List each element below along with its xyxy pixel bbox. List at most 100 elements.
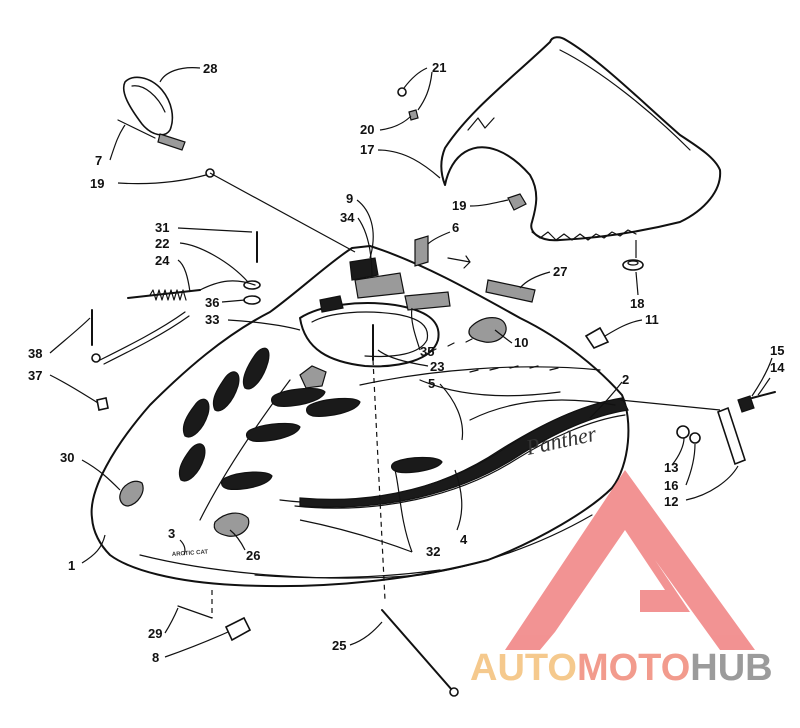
hood-hatch-1 xyxy=(469,365,559,373)
mirror-28-face xyxy=(131,85,166,113)
leader-mirror-hood xyxy=(209,172,356,253)
callout-29: 29 xyxy=(148,626,162,641)
hood-vent-3 xyxy=(182,398,210,438)
mount-link-12 xyxy=(717,406,746,466)
callout-6: 6 xyxy=(452,220,459,235)
callout-28: 28 xyxy=(203,61,217,76)
callout-27: 27 xyxy=(553,264,567,279)
callout-16: 16 xyxy=(664,478,678,493)
front-badge-decal: ARCTIC CAT xyxy=(172,549,209,558)
callout-32: 32 xyxy=(426,544,440,559)
watermark-text: AUTOMOTOHUB xyxy=(470,647,773,689)
windshield-opening-inner xyxy=(311,311,429,358)
windshield xyxy=(440,36,722,242)
hood-skirt-line xyxy=(139,514,593,579)
plate-8 xyxy=(224,616,252,642)
leader-27 xyxy=(519,271,551,289)
callout-20: 20 xyxy=(360,122,374,137)
callout-2: 2 xyxy=(622,372,629,387)
leader-lines xyxy=(49,67,773,658)
dash-decal-35 xyxy=(404,291,451,311)
leader-26 xyxy=(229,529,246,551)
leader-6 xyxy=(427,231,451,245)
pin-29 xyxy=(177,605,213,619)
windshield-lower-edge xyxy=(531,229,637,241)
callout-38: 38 xyxy=(28,346,42,361)
hood-vent-7 xyxy=(246,422,301,442)
leader-10 xyxy=(494,329,513,344)
leader-29 xyxy=(164,607,179,634)
leader-35 xyxy=(410,307,421,351)
windshield-cutline xyxy=(467,117,495,131)
washer-36 xyxy=(243,295,261,305)
rod-25-end xyxy=(449,687,459,697)
callout-22: 22 xyxy=(155,236,169,251)
leader-19a xyxy=(117,174,207,185)
watermark: AUTOMOTOHUB xyxy=(470,470,773,689)
windshield-assembly xyxy=(397,36,722,271)
callout-24: 24 xyxy=(155,253,170,268)
leader-12 xyxy=(685,465,739,501)
strap-33-b xyxy=(103,315,190,365)
callout-15: 15 xyxy=(770,343,784,358)
patch-decal-26 xyxy=(213,512,250,537)
hardware xyxy=(91,231,776,697)
callout-35: 35 xyxy=(420,344,434,359)
cap-14 xyxy=(737,395,755,413)
callout-37: 37 xyxy=(28,368,42,383)
callout-19b: 19 xyxy=(452,198,466,213)
hood-vent-8 xyxy=(221,471,273,491)
front-light-30 xyxy=(119,480,144,507)
callout-1: 1 xyxy=(68,558,75,573)
leader-21a xyxy=(403,67,428,89)
callout-7: 7 xyxy=(95,153,102,168)
hood-assembly: Panther ARCTIC CAT xyxy=(90,245,630,588)
leader-9 xyxy=(356,199,374,259)
watermark-moto: MOTO xyxy=(577,647,690,689)
hood-vent-9 xyxy=(391,456,443,474)
callout-23: 23 xyxy=(430,359,444,374)
front-emblem xyxy=(299,365,327,389)
spring-24-coils xyxy=(149,289,187,301)
direction-arrow xyxy=(447,255,471,269)
leader-37 xyxy=(49,374,99,404)
leader-38 xyxy=(49,317,91,354)
callout-36: 36 xyxy=(205,295,219,310)
callout-34: 34 xyxy=(340,210,355,225)
screw-21 xyxy=(397,87,407,97)
leader-1 xyxy=(81,534,106,564)
watermark-hub: HUB xyxy=(690,647,772,689)
callout-25: 25 xyxy=(332,638,346,653)
rod-25 xyxy=(381,609,453,691)
callout-12: 12 xyxy=(664,494,678,509)
bracket-6 xyxy=(414,235,429,267)
callout-33: 33 xyxy=(205,312,219,327)
mirror-28 xyxy=(123,76,174,136)
leader-23 xyxy=(377,349,429,367)
callout-19a: 19 xyxy=(90,176,104,191)
leader-22 xyxy=(179,242,249,283)
leader-2 xyxy=(589,381,623,419)
leader-14 xyxy=(757,377,771,396)
decal-strip-27 xyxy=(485,279,536,303)
leader-34 xyxy=(357,217,373,279)
side-graphic-stripe xyxy=(299,397,629,508)
hood-side-ridge-2 xyxy=(359,366,601,386)
hood-skirt-line-2 xyxy=(254,569,441,579)
hood-vent-1 xyxy=(242,347,270,390)
bolt-15 xyxy=(751,391,776,399)
leader-5 xyxy=(439,383,464,441)
leader-31 xyxy=(177,227,253,233)
callout-13: 13 xyxy=(664,460,678,475)
leader-30 xyxy=(81,459,121,491)
assembly-guide-23 xyxy=(372,359,386,601)
patch-decal-10 xyxy=(468,317,507,343)
leader-4 xyxy=(454,469,463,531)
bushing-13 xyxy=(676,425,690,439)
callout-3: 3 xyxy=(168,526,175,541)
windshield-mount-19 xyxy=(507,193,527,211)
dash-decal-23 xyxy=(319,295,344,313)
hood-vent-6 xyxy=(306,397,361,417)
callout-8: 8 xyxy=(152,650,159,665)
